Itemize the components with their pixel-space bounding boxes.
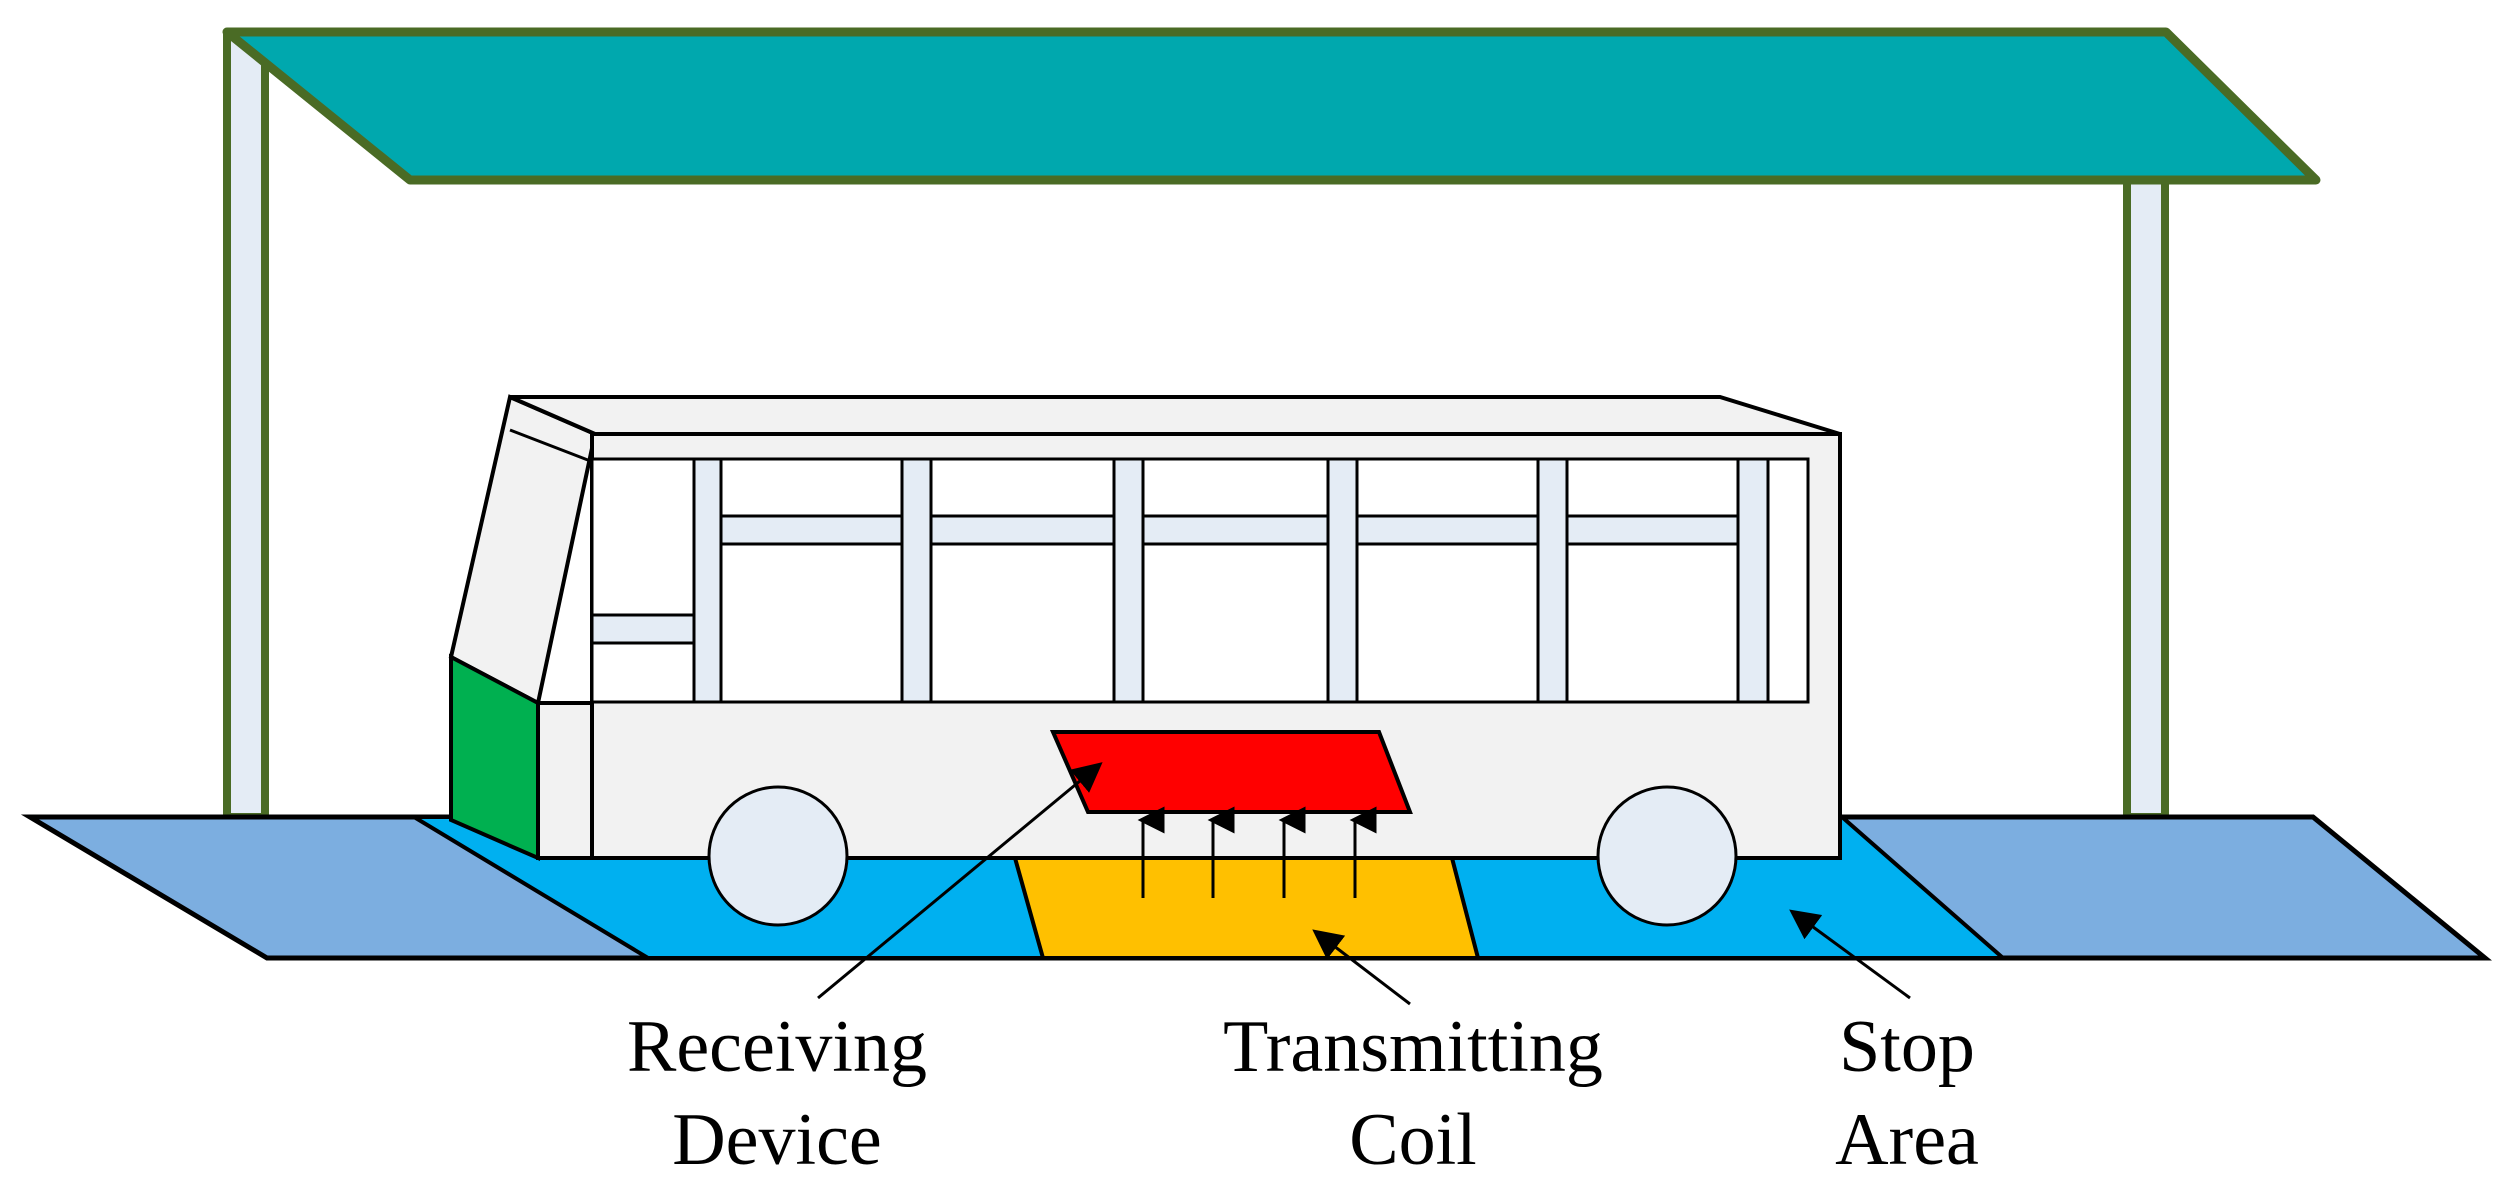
stop-leader: [1789, 909, 1911, 1000]
leader-lines: [817, 762, 1911, 1006]
canopy-right-pillar: [2123, 176, 2169, 821]
label-receiving-line1: Receiving: [627, 1006, 927, 1088]
label-stop-line1: Stop: [1839, 1006, 1975, 1088]
bus-wheel-rear: [1596, 785, 1738, 927]
bus-window-panel: [590, 457, 1810, 704]
label-transmitting-line2: Coil: [1349, 1099, 1476, 1181]
label-stop-line2: Area: [1835, 1099, 1979, 1181]
bus-door: [536, 701, 594, 860]
transmitting-coil: [1012, 856, 1481, 960]
bus-front-upper: [448, 394, 598, 707]
receiving-leader: [817, 762, 1103, 1000]
canopy-roof: [222, 27, 2321, 185]
label-receiving-line2: Device: [672, 1099, 882, 1181]
receiving-device: [1049, 730, 1413, 814]
bus-wheel-front: [707, 785, 849, 927]
field-arrows: [1137, 806, 1377, 898]
bus-wiper: [509, 428, 594, 464]
canopy-left-pillar: [223, 30, 269, 821]
bus-window-frames: [590, 457, 1770, 704]
bus-roof: [509, 395, 1841, 436]
transmitting-leader: [1312, 929, 1411, 1006]
label-transmitting-line1: Transmitting: [1223, 1006, 1603, 1088]
